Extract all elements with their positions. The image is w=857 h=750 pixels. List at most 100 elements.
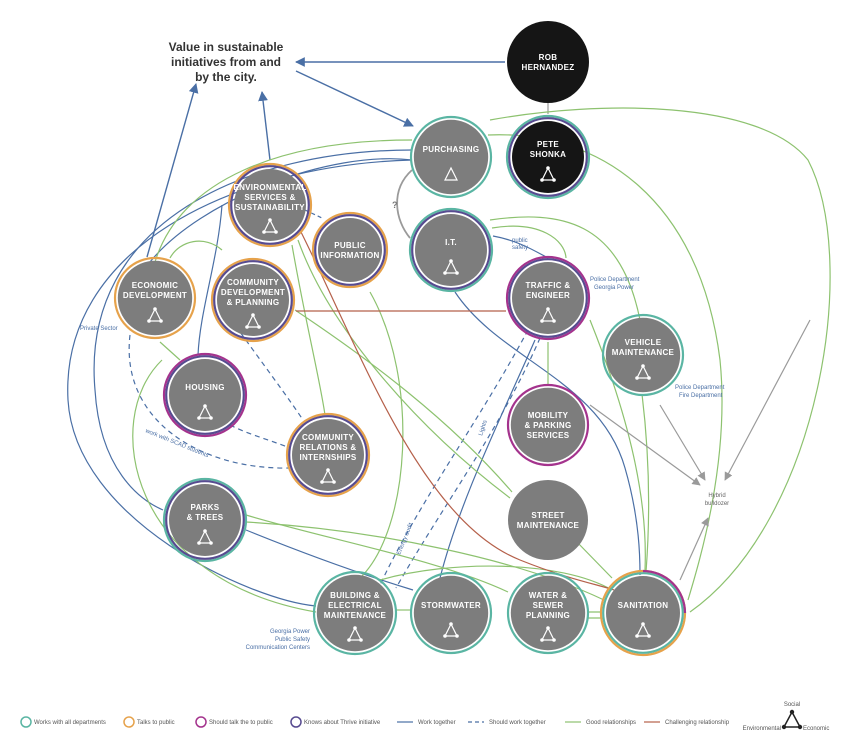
- node-traffic-ring-2: [508, 258, 588, 338]
- node-comdev-ring-1: [210, 257, 296, 343]
- node-rob-label-1: ROB: [539, 53, 558, 62]
- lights-note: Lights: [478, 420, 489, 437]
- node-traffic-disc: [512, 262, 584, 334]
- node-street-label-2: MAINTENANCE: [517, 521, 580, 530]
- node-water-disc: [510, 575, 586, 651]
- node-pete-ring-1: [505, 114, 591, 200]
- triangle-label-economic: Economic: [803, 726, 829, 732]
- triangle-icon: [635, 622, 651, 638]
- node-building-label-3: MAINTENANCE: [324, 611, 387, 620]
- edge-econ-comrel-dashed: [128, 334, 291, 469]
- edge-building-sanitation: [379, 565, 613, 591]
- triangle-vertex-top: [789, 709, 795, 715]
- node-stormwater: STORMWATER: [409, 571, 493, 655]
- node-pete-label-2: SHONKA: [530, 150, 566, 159]
- edge-env-housing: [197, 204, 223, 356]
- node-traffic: TRAFFIC &ENGINEER: [505, 255, 591, 341]
- node-rob-disc: [507, 21, 589, 103]
- node-env-ring-2: [230, 165, 310, 245]
- triangle-vertex-left: [781, 724, 787, 730]
- node-traffic-ring-1: [505, 255, 591, 341]
- edge-title-to-purchasing: [295, 70, 414, 127]
- node-comdev-label-3: & PLANNING: [227, 298, 280, 307]
- legend-orange-ring: [123, 716, 135, 728]
- node-econ-ring-1: [113, 256, 197, 340]
- energy-audit-note: Energy audit: [396, 522, 414, 556]
- vehicle-partner-2: Fire Department: [679, 393, 723, 399]
- node-purchasing-ring-1: [409, 115, 493, 199]
- node-comrel-label-3: INTERNSHIPS: [299, 453, 356, 462]
- triangle-icon: [635, 364, 651, 380]
- node-stormwater-ring-1: [409, 571, 493, 655]
- question-mark: ?: [392, 200, 398, 210]
- legend-teal-ring: [20, 716, 32, 728]
- node-parks-disc: [169, 484, 241, 556]
- node-rob-label-2: HERNANDEZ: [522, 63, 575, 72]
- node-parks-ring-2: [165, 480, 245, 560]
- triangle-icon: [262, 218, 278, 234]
- node-water-ring-1: [506, 571, 590, 655]
- legend-item-8: Challenging relationship: [665, 720, 730, 726]
- private-sector-label: Private Sector: [80, 326, 118, 332]
- title-line-3: by the city.: [195, 70, 257, 84]
- node-mobility-disc: [510, 387, 586, 463]
- node-it-disc: [415, 214, 487, 286]
- node-traffic-label-1: TRAFFIC &: [526, 281, 571, 290]
- triangle-icon: [443, 622, 459, 638]
- node-comdev-disc: [217, 264, 289, 336]
- triangle-icon: [245, 313, 261, 329]
- node-comdev-label-2: DEVELOPMENT: [221, 288, 285, 297]
- node-sanitation-label-1: SANITATION: [618, 601, 669, 610]
- edge-parks-stormwater: [245, 529, 414, 591]
- node-econ-label-2: DEVELOPMENT: [123, 291, 187, 300]
- edge-purchasing-it-gray: [396, 169, 413, 239]
- node-purchasing: PURCHASING: [409, 115, 493, 199]
- node-stormwater-label-1: STORMWATER: [421, 601, 481, 610]
- legend-item-1: Works with all departments: [34, 720, 106, 726]
- node-vehicle-disc: [605, 317, 681, 393]
- triangle-vertex-right: [797, 724, 803, 730]
- node-water-label-1: WATER &: [529, 591, 567, 600]
- edge-env-sanitation: [299, 229, 615, 591]
- public-safety-line-1: public: [512, 238, 528, 244]
- node-comrel-label-1: COMMUNITY: [302, 433, 354, 442]
- node-purchasing-label-1: PURCHASING: [423, 145, 480, 154]
- node-sanitation-ring-2: [602, 572, 684, 654]
- node-sanitation: SANITATION: [599, 569, 687, 657]
- node-building-ring-1: [312, 570, 398, 656]
- edge-traffic-building-dashed-1: [379, 329, 529, 586]
- node-pubinfo-ring-2: [314, 214, 386, 286]
- node-mobility-ring-1: [506, 383, 590, 467]
- legend-item-7: Good relationships: [586, 720, 636, 726]
- node-vehicle-label-2: MAINTENANCE: [612, 348, 675, 357]
- node-housing-label-1: HOUSING: [185, 383, 224, 392]
- legend-item-5: Work together: [418, 720, 456, 726]
- node-sanitation-partial-ring: [642, 569, 687, 614]
- edge-econ-housing: [159, 341, 181, 361]
- node-env-disc: [234, 169, 306, 241]
- node-purchasing-disc: [413, 119, 489, 195]
- edge-purchasing-sanitation: [489, 107, 831, 613]
- node-it-label-1: I.T.: [445, 238, 457, 247]
- node-street-label-1: STREET: [531, 511, 564, 520]
- hybrid-line-2: bulldozer: [705, 501, 729, 507]
- node-comdev-ring-2: [213, 260, 293, 340]
- edge-street-hybrid: [589, 404, 701, 486]
- hybrid-line-1: Hybrid: [708, 493, 725, 499]
- triangle-icon: [147, 307, 163, 323]
- node-mobility-label-1: MOBILITY: [528, 411, 569, 420]
- triangle-icon: [782, 710, 802, 728]
- triangle-icon: [540, 307, 556, 323]
- title-line-2: initiatives from and: [171, 55, 281, 69]
- node-mobility-label-2: & PARKING: [525, 421, 572, 430]
- edge-it-vehicle: [489, 216, 641, 321]
